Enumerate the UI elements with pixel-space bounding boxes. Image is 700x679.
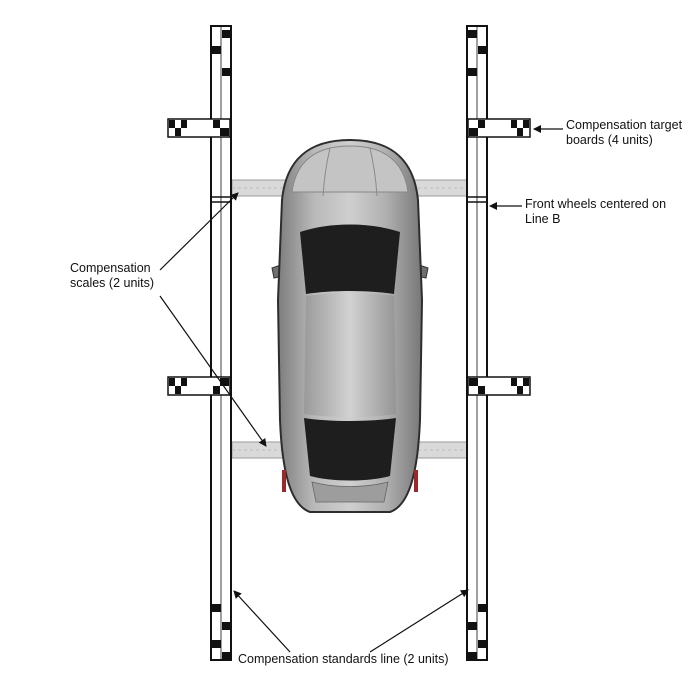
- target-board-rear-right: [467, 376, 531, 396]
- label-target-boards: Compensation target boards (4 units): [566, 118, 682, 148]
- label-standards-line: Compensation standards line (2 units): [238, 652, 449, 667]
- label-standards-line-text: Compensation standards line (2 units): [238, 652, 449, 666]
- standards-rail-left: [210, 25, 232, 661]
- target-board-rear-left: [167, 376, 231, 396]
- label-target-boards-line2: boards (4 units): [566, 133, 653, 147]
- label-front-wheels-line2: Line B: [525, 212, 561, 226]
- vehicle-top-view: [271, 138, 429, 513]
- target-board-front-left: [167, 118, 231, 138]
- label-front-wheels: Front wheels centered on Line B: [525, 197, 666, 227]
- target-board-front-right: [467, 118, 531, 138]
- car-windshield: [300, 224, 400, 294]
- label-scales: Compensation scales (2 units): [70, 261, 154, 291]
- leader-lines: [159, 125, 563, 653]
- label-target-boards-line1: Compensation target: [566, 118, 683, 132]
- label-scales-line1: Compensation: [70, 261, 151, 275]
- label-scales-line2: scales (2 units): [70, 276, 155, 290]
- car-roof: [304, 293, 396, 417]
- car-rear-window: [304, 418, 396, 481]
- label-front-wheels-line1: Front wheels centered on: [525, 197, 667, 211]
